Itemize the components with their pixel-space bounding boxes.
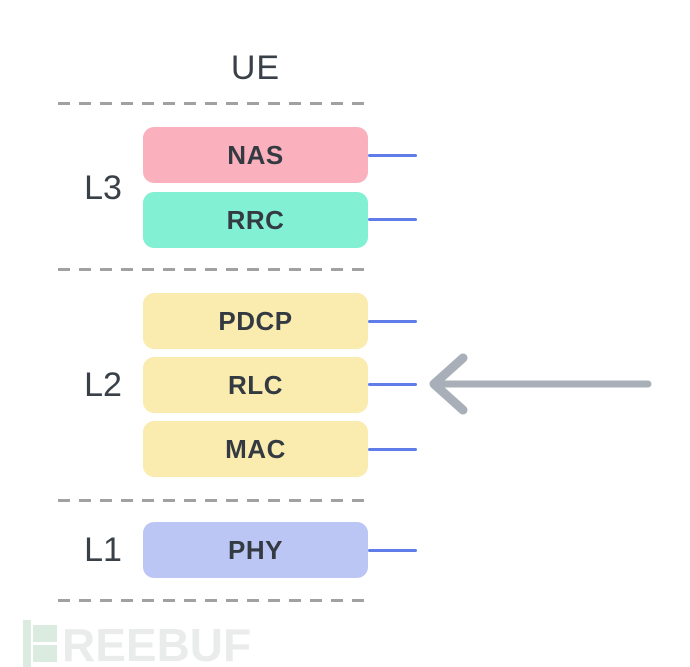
- dashed-divider-bottom: [58, 599, 368, 602]
- connector-line-pdcp: [368, 320, 417, 323]
- protocol-box-mac: MAC: [143, 421, 368, 477]
- connector-line-rlc: [368, 383, 417, 386]
- protocol-box-pdcp: PDCP: [143, 293, 368, 349]
- freebuf-logo-bar-icon: [23, 620, 31, 667]
- dashed-divider-top: [58, 102, 368, 105]
- protocol-box-rrc: RRC: [143, 192, 368, 248]
- protocol-box-rlc: RLC: [143, 357, 368, 413]
- left-arrow-icon: [425, 348, 655, 420]
- freebuf-logo-f-bottom-icon: [33, 645, 57, 662]
- diagram-title: UE: [230, 49, 281, 87]
- protocol-box-nas: NAS: [143, 127, 368, 183]
- freebuf-watermark: REEBUF: [0, 612, 260, 667]
- connector-line-mac: [368, 448, 417, 451]
- connector-line-phy: [368, 549, 417, 552]
- dashed-divider-l3-l2: [58, 268, 368, 271]
- connector-line-nas: [368, 154, 417, 157]
- protocol-box-phy: PHY: [143, 522, 368, 578]
- connector-line-rrc: [368, 218, 417, 221]
- layer-label-l1: L1: [84, 531, 122, 569]
- layer-label-l3: L3: [84, 169, 122, 207]
- dashed-divider-l2-l1: [58, 499, 368, 502]
- layer-label-l2: L2: [84, 366, 122, 404]
- freebuf-watermark-text: REEBUF: [62, 619, 252, 667]
- freebuf-logo-f-top-icon: [33, 625, 57, 642]
